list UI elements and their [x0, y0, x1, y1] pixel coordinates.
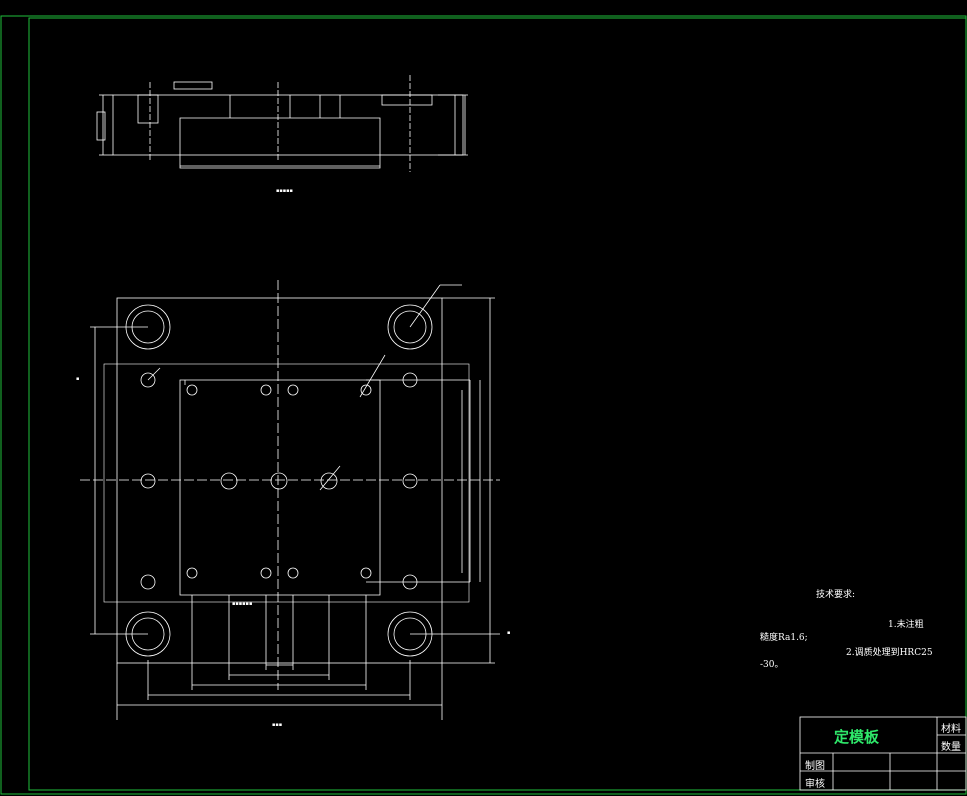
part-name: 定模板: [834, 728, 880, 746]
dimension-marks: ▪ ▪▪▪ ▪ ▪▪▪▪▪▪: [76, 376, 510, 728]
svg-text:▪▪▪▪▪▪: ▪▪▪▪▪▪: [232, 601, 252, 607]
svg-text:▪: ▪: [507, 630, 510, 636]
svg-text:▪▪▪: ▪▪▪: [272, 722, 282, 728]
inner-border: [28, 17, 967, 791]
drawn-label: 制图: [805, 761, 825, 772]
section-bolt-hole: [137, 94, 159, 124]
tech-req-heading: 技术要求:: [816, 590, 856, 600]
section-plate-outline: [112, 94, 464, 156]
tech-req-line2: 糙度Ra1.6;: [760, 633, 808, 643]
tech-req-line1: 1.未注粗: [888, 620, 924, 630]
material-label: 材料: [941, 724, 961, 735]
tech-req-line4: -30。: [760, 660, 784, 670]
section-caption: ▪▪▪▪▪: [276, 188, 293, 194]
section-view: [96, 75, 468, 172]
tech-req-line3: 2.调质处理到HRC25: [846, 648, 933, 658]
section-pocket: [179, 117, 381, 169]
svg-text:▪: ▪: [76, 376, 79, 382]
quantity-label: 数量: [941, 742, 961, 753]
checked-label: 审核: [805, 779, 825, 790]
plate-outline: [116, 297, 443, 664]
plan-view: [80, 280, 500, 720]
cavity-pocket: [179, 379, 381, 596]
